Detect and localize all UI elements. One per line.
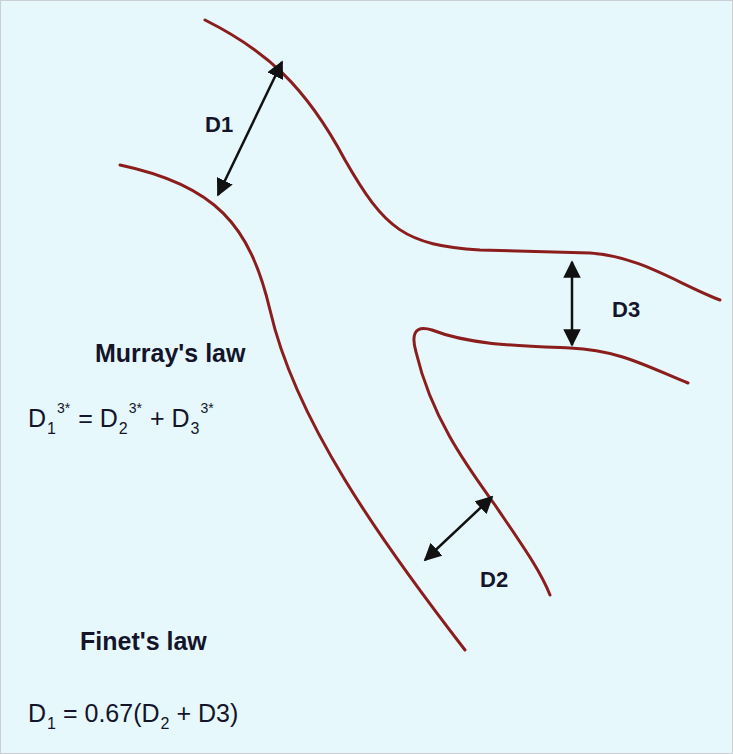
law-title: Murray's law <box>95 340 245 368</box>
diameter-arrow <box>425 497 492 560</box>
formula: D1= 0.67(D2+ D3) <box>28 700 238 728</box>
subscript: 3 <box>191 420 200 438</box>
formula-text: D <box>28 405 46 433</box>
formula-text: = 0.67(D <box>63 700 160 728</box>
subscript: 2 <box>119 420 128 438</box>
superscript: 3* <box>129 401 142 416</box>
subscript: 1 <box>47 420 56 438</box>
formula-text: = D <box>78 405 118 433</box>
diameter-arrow <box>571 262 574 345</box>
formula-text: + D3) <box>176 700 238 728</box>
subscript: 2 <box>161 715 170 733</box>
formula-text: D <box>28 700 46 728</box>
superscript: 3* <box>200 401 213 416</box>
formula-text: + D <box>150 405 190 433</box>
diameter-label: D3 <box>612 298 640 322</box>
diameter-label: D1 <box>205 113 233 137</box>
vessel-carina-wall <box>414 329 688 595</box>
subscript: 1 <box>47 715 56 733</box>
formula: D13*= D23*+ D33* <box>28 405 214 433</box>
vessel-upper-wall <box>205 20 720 300</box>
diameter-label: D2 <box>480 568 508 592</box>
superscript: 3* <box>57 401 70 416</box>
law-title: Finet's law <box>80 628 207 656</box>
